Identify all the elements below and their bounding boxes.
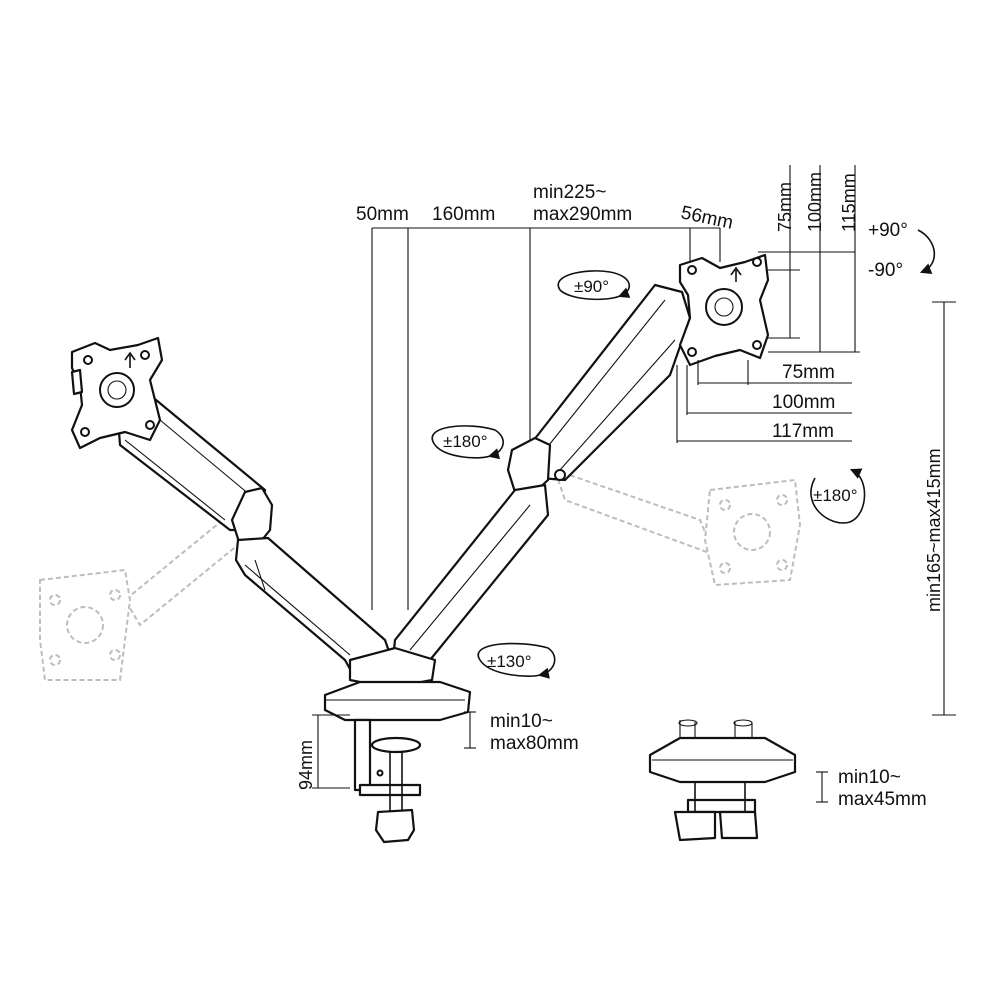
right-vesa-plate [678, 253, 770, 367]
clamp-max-label: max80mm [490, 733, 579, 754]
rotation-arrow-icon [477, 642, 556, 679]
rotation-head-label: ±90° [574, 277, 609, 296]
rotation-labels: ±90° ±180° ±130° ±180° [443, 277, 858, 671]
vesa-h117-label: 117mm [772, 421, 834, 442]
center-hub [348, 646, 437, 690]
right-lower-arm [390, 483, 550, 682]
ghost-right-position [553, 468, 802, 587]
rotation-130-label: ±130° [487, 652, 532, 671]
left-elbow-joint [230, 486, 274, 547]
vesa-v75-label: 75mm [775, 182, 795, 232]
grommet-max-label: max45mm [838, 789, 927, 810]
right-upper-arm [528, 283, 692, 482]
tilt-up-label: +90° [868, 220, 908, 241]
tilt-down-label: -90° [868, 260, 903, 281]
offset-56-label: 56mm [679, 202, 735, 234]
reach-50-label: 50mm [356, 204, 409, 225]
vesa-h100-label: 100mm [772, 392, 835, 413]
reach-160-label: 160mm [432, 204, 495, 225]
dimension-labels: 50mm 160mm min225~ max290mm 56mm 75mm 10… [296, 172, 944, 810]
up-arrow-icon [730, 266, 742, 282]
left-vesa-plate [70, 336, 164, 450]
clamp-min-label: min10~ [490, 711, 553, 732]
right-elbow-joint [506, 436, 552, 494]
desk-clamp-base [323, 680, 472, 844]
rotation-180-upper-label: ±180° [443, 432, 488, 451]
rotation-arrow-icon [810, 468, 866, 524]
vesa-v100-label: 100mm [805, 172, 825, 232]
rotation-arrow-icon [917, 229, 936, 274]
base-height-label: 94mm [296, 740, 316, 790]
ghost-left-position [39, 508, 252, 681]
arm-max-label: max290mm [533, 204, 632, 225]
arm-min-label: min225~ [533, 182, 606, 203]
rotation-180-right-label: ±180° [813, 486, 858, 505]
up-arrow-icon [124, 351, 136, 368]
grommet-min-label: min10~ [838, 767, 901, 788]
vesa-h75-label: 75mm [782, 362, 835, 383]
vesa-v115-label: 115mm [839, 173, 859, 232]
rotation-arrow-icon [431, 425, 504, 460]
dimension-lines [312, 165, 956, 803]
height-range-label: min165~max415mm [924, 448, 944, 612]
rotation-arrow-icon [557, 270, 631, 301]
grommet-base [648, 719, 797, 842]
